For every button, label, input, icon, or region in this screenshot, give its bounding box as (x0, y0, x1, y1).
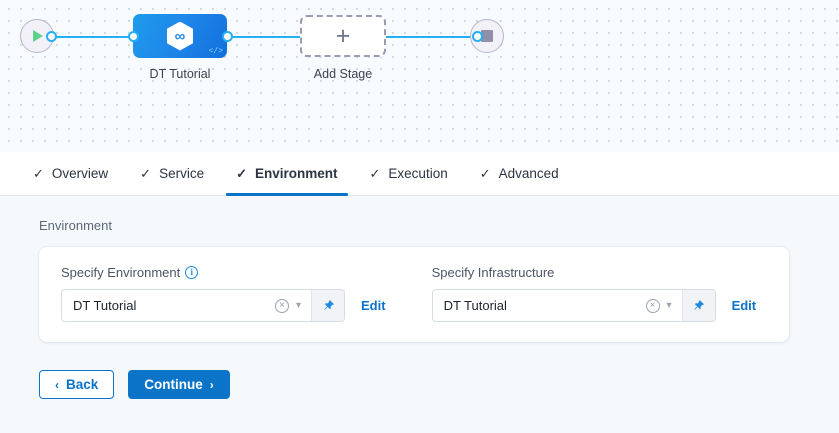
page-title: Environment (39, 218, 112, 233)
chevron-down-icon[interactable]: ▾ (666, 299, 672, 311)
check-icon: ✓ (369, 166, 381, 181)
pin-glyph (694, 300, 704, 310)
chevron-left-icon: ‹ (55, 377, 59, 392)
info-icon[interactable]: i (185, 266, 199, 279)
tab-service-label: Service (159, 166, 205, 181)
tab-environment-label: Environment (255, 166, 338, 181)
add-stage-label: Add Stage (313, 67, 373, 81)
check-icon: ✓ (33, 166, 44, 181)
connector-dot-end[interactable] (472, 31, 483, 42)
pin-glyph (323, 300, 334, 310)
code-tag-icon: </> (208, 47, 223, 56)
check-icon: ✓ (479, 166, 491, 181)
stage-node-dt-tutorial[interactable]: ∞ </> (133, 14, 227, 58)
link-glyph: ∞ (174, 27, 186, 45)
hexagon-link-icon: ∞ (167, 21, 193, 51)
specify-infrastructure-label-row: Specify Infrastructure (432, 265, 757, 280)
clear-icon[interactable]: × (274, 298, 289, 313)
tab-environment[interactable]: ✓ Environment (220, 152, 353, 196)
wizard-footer: ‹ Back Continue › (39, 370, 839, 399)
connector-wire-start-to-stage (44, 36, 134, 38)
add-stage-button[interactable]: + (300, 15, 386, 57)
connector-dot-stage-in[interactable] (128, 31, 139, 42)
specify-infrastructure-label: Specify Infrastructure (431, 265, 555, 280)
specify-environment-label-row: Specify Environment i (61, 265, 386, 280)
environment-select[interactable]: DT Tutorial × ▾ (61, 289, 345, 322)
edit-infrastructure-link[interactable]: Edit (731, 298, 757, 313)
environment-select-body[interactable]: DT Tutorial × ▾ (62, 290, 311, 321)
infrastructure-select-value: DT Tutorial (443, 298, 507, 313)
environment-card: Specify Environment i DT Tutorial × ▾ (39, 247, 789, 342)
stage-node-label: DT Tutorial (149, 67, 211, 81)
tab-overview[interactable]: ✓ Overview (17, 152, 124, 196)
specify-infrastructure-group: Specify Infrastructure DT Tutorial × ▾ (431, 265, 757, 322)
stop-icon (481, 30, 493, 42)
tab-execution[interactable]: ✓ Execution (354, 152, 464, 196)
clear-icon[interactable]: × (645, 298, 660, 313)
edit-environment-link[interactable]: Edit (361, 298, 386, 313)
chevron-right-icon: › (209, 377, 214, 392)
connector-wire-stage-to-add (228, 36, 308, 38)
specify-environment-label: Specify Environment (61, 265, 181, 280)
connector-wire-add-to-end (386, 36, 480, 38)
stage-tabs: ✓ Overview ✓ Service ✓ Environment ✓ Exe… (0, 152, 839, 196)
environment-panel: Environment Specify Environment i DT Tut… (0, 196, 839, 433)
continue-button-label: Continue (144, 377, 203, 392)
connector-dot-start[interactable] (46, 31, 57, 42)
chevron-down-icon[interactable]: ▾ (295, 299, 301, 311)
specify-environment-row: DT Tutorial × ▾ Edit (61, 289, 386, 322)
tab-advanced-label: Advanced (498, 166, 559, 181)
play-icon (33, 30, 43, 42)
infrastructure-select[interactable]: DT Tutorial × ▾ (431, 289, 716, 322)
pin-icon[interactable] (311, 290, 344, 321)
tab-advanced[interactable]: ✓ Advanced (464, 152, 575, 196)
specify-infrastructure-row: DT Tutorial × ▾ Edit (431, 289, 757, 322)
pin-icon[interactable] (681, 290, 715, 321)
specify-environment-group: Specify Environment i DT Tutorial × ▾ (61, 265, 386, 322)
infrastructure-select-body[interactable]: DT Tutorial × ▾ (433, 290, 682, 321)
tab-execution-label: Execution (388, 166, 448, 181)
tab-service[interactable]: ✓ Service (124, 152, 220, 196)
connector-dot-stage-out[interactable] (222, 31, 233, 42)
check-icon: ✓ (140, 166, 152, 181)
check-icon: ✓ (236, 166, 247, 181)
environment-select-value: DT Tutorial (73, 298, 137, 313)
continue-button[interactable]: Continue › (128, 370, 230, 399)
plus-icon: + (335, 21, 351, 50)
pipeline-canvas[interactable]: ∞ </> DT Tutorial + Add Stage (0, 0, 839, 152)
back-button[interactable]: ‹ Back (39, 370, 115, 399)
back-button-label: Back (66, 377, 99, 392)
tab-overview-label: Overview (51, 166, 109, 181)
